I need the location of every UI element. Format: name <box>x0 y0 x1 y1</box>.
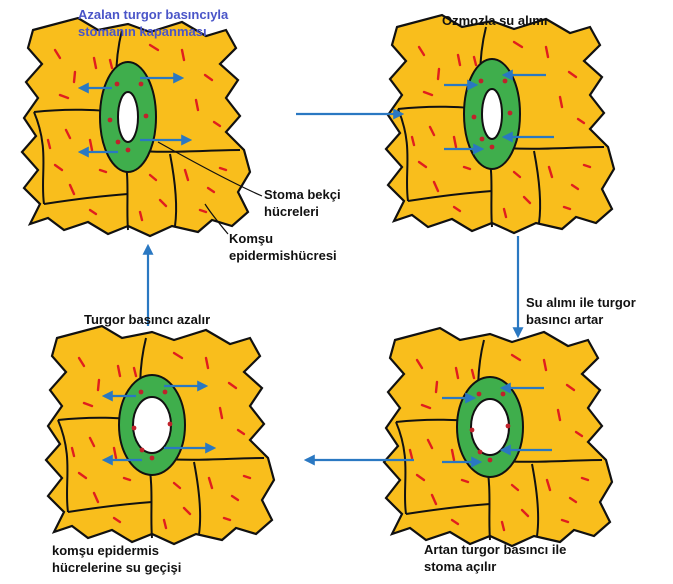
chloroplast-dot <box>479 79 484 84</box>
stoma-pore-closed <box>482 89 502 139</box>
chloroplast-dot <box>472 115 477 120</box>
stoma-pore-open <box>471 399 509 455</box>
chloroplast-dot <box>163 390 168 395</box>
panel-top-left <box>22 18 250 236</box>
chloroplast-dot <box>488 458 493 463</box>
chloroplast-dot <box>508 111 513 116</box>
caption-top-right: Ozmozla su alımı <box>442 12 547 29</box>
chloroplast-dot <box>144 114 149 119</box>
stoma-pore-open <box>133 397 171 453</box>
chloroplast-dot <box>503 79 508 84</box>
caption-bottom-right: Artan turgor basıncı ile stoma açılır <box>424 541 566 575</box>
chloroplast-dot <box>150 456 155 461</box>
label-neighbor-cell: Komşu epidermishücresi <box>229 230 337 264</box>
chloroplast-dot <box>139 82 144 87</box>
chloroplast-dot <box>108 118 113 123</box>
caption-bottom-left: Turgor basıncı azalır <box>84 311 210 328</box>
chloroplast-dot <box>140 448 145 453</box>
stoma-pore-closed <box>118 92 138 142</box>
chloroplast-dot <box>132 426 137 431</box>
panel-top-right <box>386 15 614 233</box>
chloroplast-dot <box>478 450 483 455</box>
chloroplast-mark <box>74 72 75 82</box>
panel-bottom-left <box>46 326 274 544</box>
chloroplast-dot <box>477 392 482 397</box>
chloroplast-dot <box>506 424 511 429</box>
chloroplast-mark <box>438 69 439 79</box>
caption-bottom-left-extra: komşu epidermis hücrelerine su geçişi <box>52 542 181 576</box>
chloroplast-dot <box>168 422 173 427</box>
label-step-down: Su alımı ile turgor basıncı artar <box>526 294 636 328</box>
chloroplast-dot <box>490 145 495 150</box>
chloroplast-dot <box>116 140 121 145</box>
chloroplast-dot <box>139 390 144 395</box>
chloroplast-dot <box>115 82 120 87</box>
chloroplast-mark <box>436 382 437 392</box>
chloroplast-dot <box>501 392 506 397</box>
chloroplast-dot <box>470 428 475 433</box>
chloroplast-mark <box>98 380 99 390</box>
caption-top-left: Azalan turgor basıncıyla stomanın kapanm… <box>78 6 228 40</box>
panel-bottom-right <box>384 328 612 546</box>
label-guard-cells: Stoma bekçi hücreleri <box>264 186 341 220</box>
chloroplast-dot <box>480 137 485 142</box>
chloroplast-dot <box>126 148 131 153</box>
